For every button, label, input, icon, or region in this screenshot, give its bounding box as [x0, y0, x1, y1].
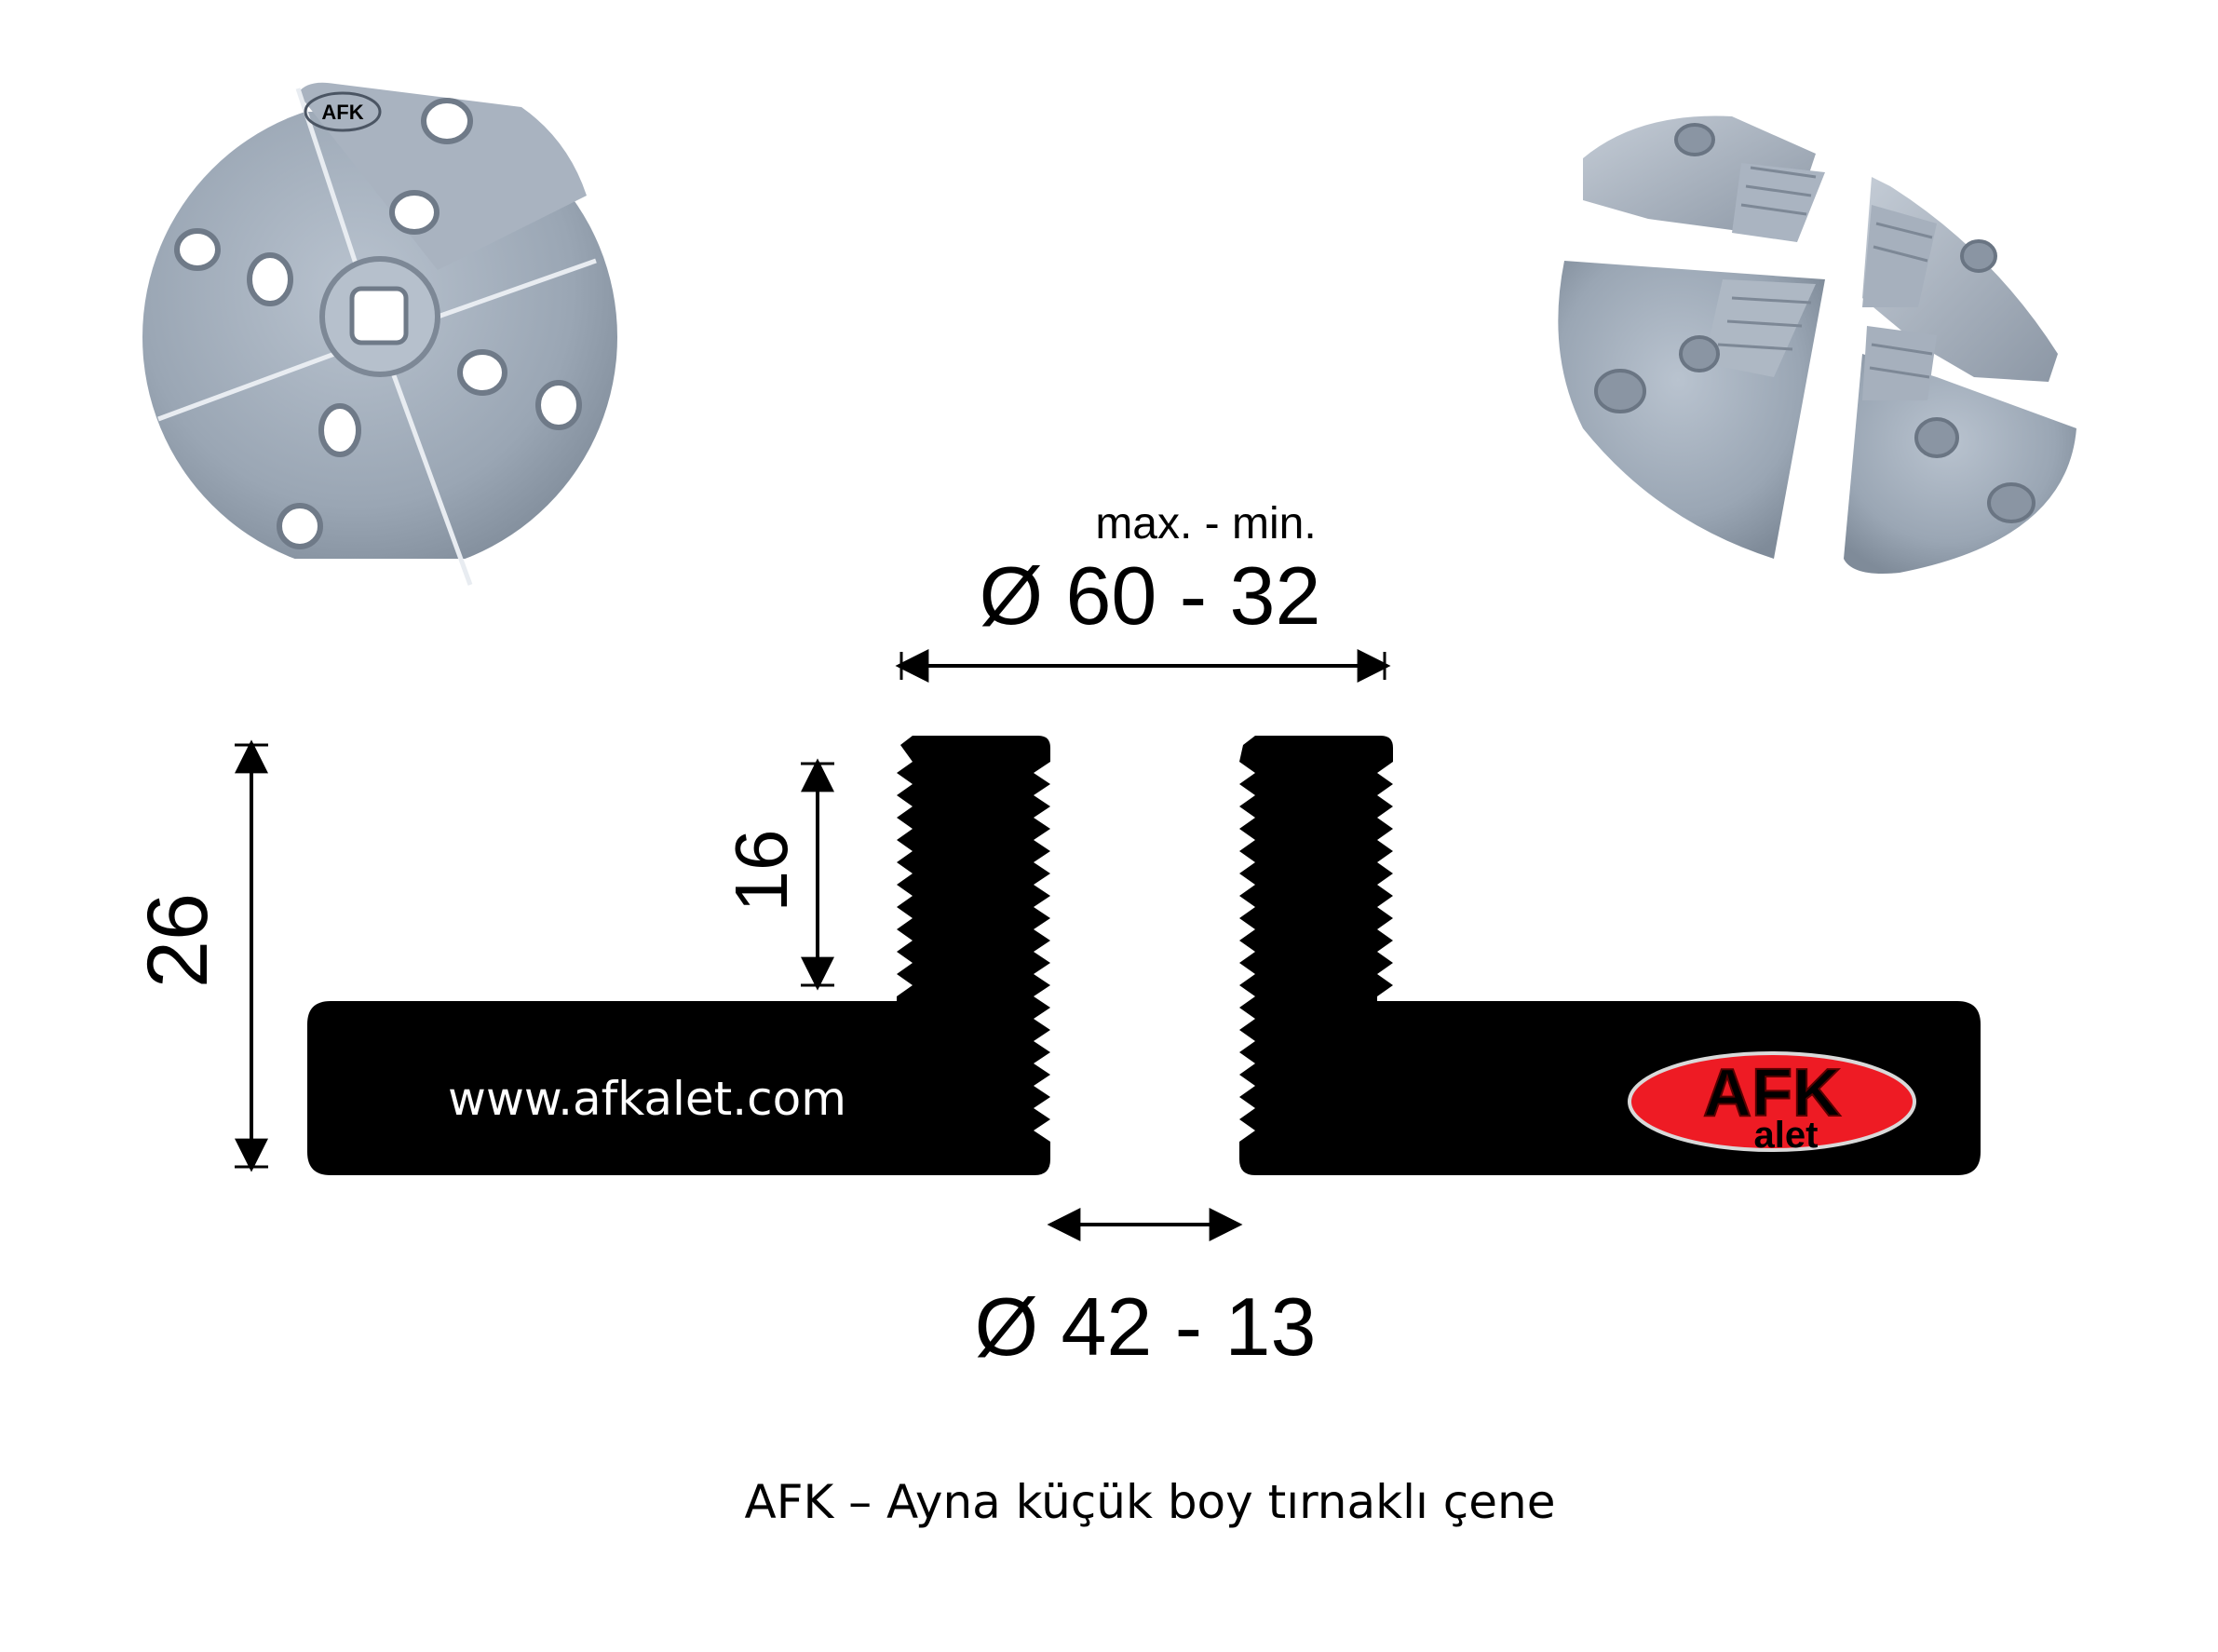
- website-text: www.afkalet.com: [448, 1072, 846, 1126]
- logo-sub-text: alet: [1754, 1115, 1819, 1156]
- disassembled-jaw-photo-icon: [1558, 115, 2076, 574]
- outer-header-label: max. - min.: [1095, 499, 1316, 548]
- caption-text: AFK – Ayna küçük boy tırnaklı çene: [745, 1475, 1556, 1529]
- photo-engraving-text: AFK: [321, 101, 363, 124]
- outer-diameter-label: Ø 60 - 32: [980, 549, 1321, 642]
- total-height-label: 26: [130, 893, 225, 988]
- thread-height-label: 16: [720, 830, 803, 913]
- logo-main-text: AFK: [1703, 1056, 1841, 1131]
- assembled-jaw-photo-icon: AFK: [140, 74, 624, 596]
- inner-diameter-label: Ø 42 - 13: [975, 1280, 1317, 1373]
- afk-logo: AFK alet: [1628, 1051, 1916, 1156]
